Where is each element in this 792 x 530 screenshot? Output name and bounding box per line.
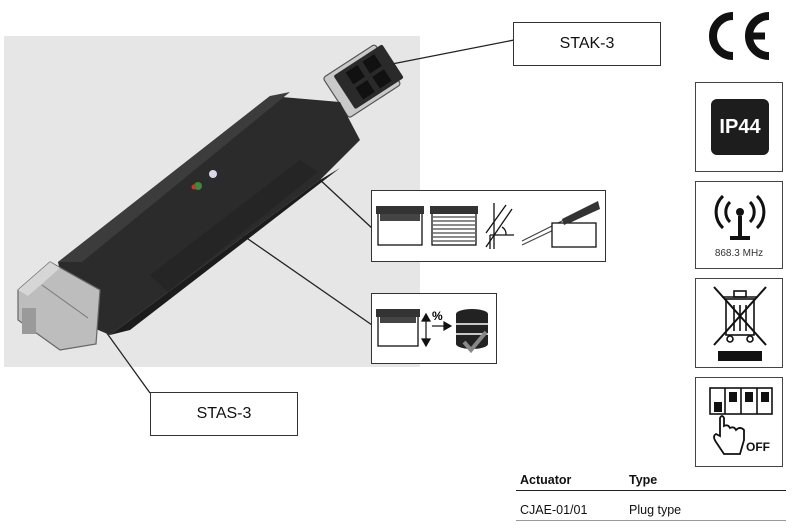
weee-badge-box bbox=[695, 278, 783, 368]
stas-label: STAS-3 bbox=[196, 405, 252, 422]
ip-rating-text: IP44 bbox=[719, 115, 761, 138]
awning-icon bbox=[521, 201, 600, 248]
ip44-badge-box: IP44 bbox=[695, 82, 783, 172]
memory-leader-line bbox=[237, 231, 373, 326]
ce-mark-icon bbox=[703, 8, 775, 64]
percent-sign: % bbox=[432, 309, 443, 323]
off-label: OFF bbox=[746, 440, 770, 454]
database-icon bbox=[456, 309, 488, 354]
breaker-off-badge-box: OFF bbox=[695, 377, 783, 467]
function-pictogram-box bbox=[371, 190, 606, 262]
breaker-hand-icon bbox=[709, 387, 773, 455]
table-header-type: Type bbox=[629, 473, 658, 487]
slat-tilt-icon bbox=[485, 203, 514, 249]
blind-function-icons bbox=[376, 201, 600, 249]
radio-badge-box: 868.3 MHz bbox=[695, 181, 783, 269]
shutter-icon bbox=[376, 206, 424, 246]
crossed-bin-icon bbox=[713, 286, 767, 361]
frequency-label: 868.3 MHz bbox=[714, 248, 764, 259]
shutter-small-icon bbox=[376, 309, 420, 347]
ip44-icon: IP44 bbox=[711, 99, 769, 155]
memory-pictogram-box: % bbox=[371, 293, 497, 364]
actuator-body bbox=[58, 92, 360, 335]
table-cell-actuator: CJAE-01/01 bbox=[520, 503, 588, 517]
table-header-actuator: Actuator bbox=[520, 473, 572, 487]
venetian-blind-icon bbox=[430, 206, 478, 246]
stak-label: STAK-3 bbox=[559, 35, 615, 52]
stak-leader-line bbox=[391, 39, 515, 65]
stas-connector bbox=[17, 261, 101, 351]
table-header-divider bbox=[516, 490, 786, 491]
position-memory-icons: % bbox=[376, 309, 488, 354]
updown-arrow-icon bbox=[420, 312, 453, 348]
table-cell-type: Plug type bbox=[629, 503, 682, 517]
stak-label-box: STAK-3 bbox=[513, 22, 661, 66]
stas-label-box: STAS-3 bbox=[150, 392, 298, 436]
status-led-red bbox=[191, 184, 197, 190]
stak-connector bbox=[323, 44, 404, 118]
status-led-white bbox=[209, 170, 217, 178]
function-leader-line bbox=[317, 177, 375, 231]
radio-antenna-icon bbox=[714, 194, 766, 240]
table-row-divider bbox=[516, 520, 786, 521]
